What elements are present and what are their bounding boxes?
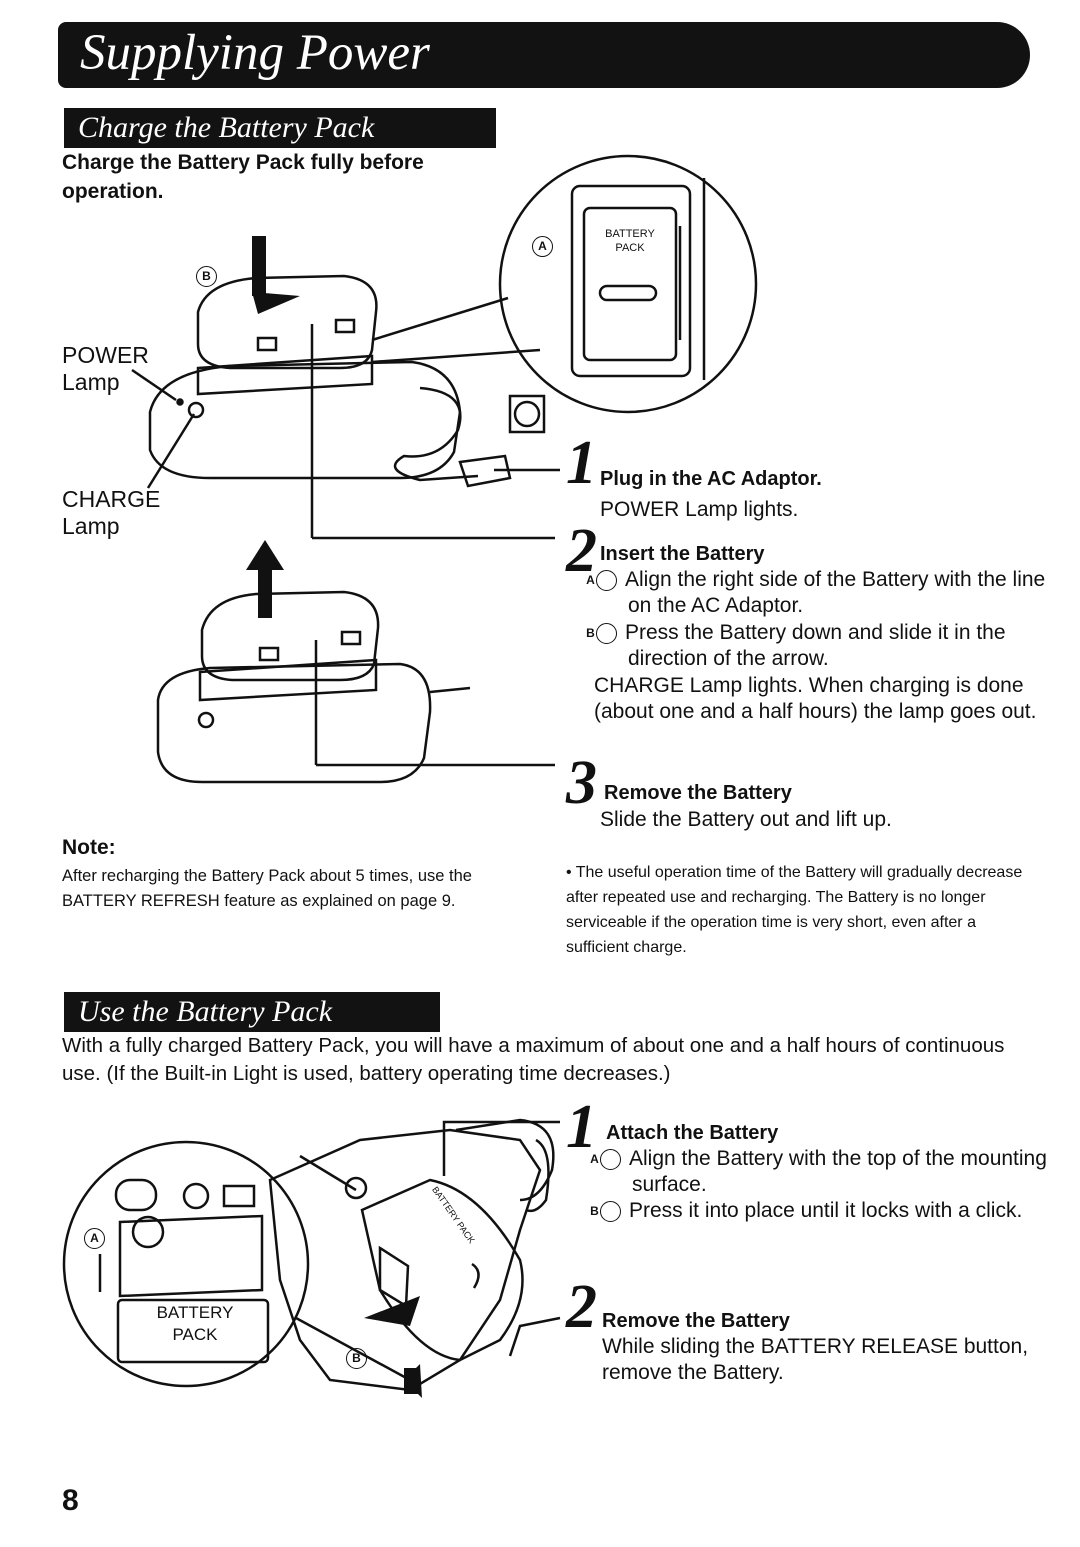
charge-step-1-text: POWER Lamp lights.: [600, 498, 799, 521]
page-number: 8: [62, 1484, 79, 1517]
battery-life-bullet: • The useful operation time of the Batte…: [566, 864, 1023, 956]
charge-lamp-label: CHARGE Lamp: [62, 486, 161, 539]
use-step-1-number: 1: [566, 1093, 597, 1161]
charge-step-1-number: 1: [566, 429, 597, 497]
battery-pack-inset-label: BATTERY PACK: [605, 228, 655, 254]
use-intro: With a fully charged Battery Pack, you w…: [62, 1034, 1005, 1085]
charge-step-3-number: 3: [566, 749, 597, 817]
charge-section-heading-bar: Charge the Battery Pack: [64, 108, 496, 148]
use-section-heading-bar: Use the Battery Pack: [64, 992, 440, 1032]
use-step-1-heading: Attach the Battery: [606, 1122, 779, 1144]
camcorder-marker-b: B: [346, 1348, 375, 1369]
power-lamp-label: POWER Lamp: [62, 342, 149, 395]
battery-inset-circle: [498, 154, 758, 414]
charge-step-3-text: Slide the Battery out and lift up.: [600, 808, 892, 831]
charge-step-3-heading: Remove the Battery: [604, 782, 792, 804]
use-section-heading: Use the Battery Pack: [78, 995, 333, 1028]
page-title: Supplying Power: [80, 25, 430, 81]
note-text: After recharging the Battery Pack about …: [62, 867, 472, 910]
camcorder-inset-circle: [62, 1140, 310, 1388]
charge-section-heading: Charge the Battery Pack: [78, 111, 375, 144]
camcorder-illustration: [62, 1118, 561, 1398]
marker-b-label: B: [196, 266, 225, 287]
camcorder-battery-pack-inset-label: BATTERY PACK: [156, 1303, 234, 1344]
charge-step-2-heading: Insert the Battery: [600, 543, 765, 565]
marker-a-label: A: [532, 236, 561, 257]
title-bar: [58, 22, 1030, 88]
camcorder-marker-a: A: [84, 1228, 113, 1249]
charge-step-1-heading: Plug in the AC Adaptor.: [600, 468, 822, 490]
use-step-2-number: 2: [566, 1273, 597, 1341]
use-step-2-heading: Remove the Battery: [602, 1310, 790, 1332]
charge-intro: Charge the Battery Pack fully before ope…: [62, 151, 424, 203]
charge-step-2-number: 2: [566, 517, 597, 585]
note-heading: Note:: [62, 836, 116, 859]
charger-illustration: [131, 154, 758, 784]
use-step-2-text: While sliding the BATTERY RELEASE button…: [602, 1335, 1029, 1384]
charge-step-2-text: CHARGE Lamp lights. When charging is don…: [594, 674, 1037, 723]
